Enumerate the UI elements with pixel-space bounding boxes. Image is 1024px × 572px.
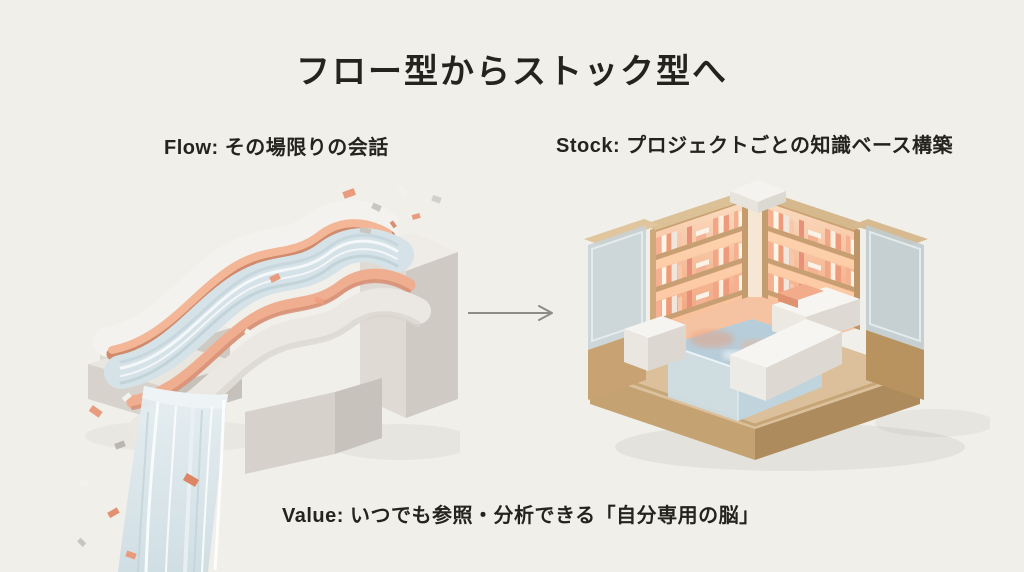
- arrow-right-icon: [466, 302, 562, 324]
- flow-waterfall-illustration: [60, 180, 474, 572]
- stock-library-illustration: [580, 175, 995, 485]
- flow-waterfall-3d-icon: [77, 185, 474, 572]
- stock-library-3d-icon: [584, 180, 995, 471]
- stock-label: Stock: プロジェクトごとの知識ベース構築: [556, 135, 953, 157]
- value-label: Value: いつでも参照・分析できる「自分専用の脳」: [282, 505, 760, 527]
- confetti-pieces: [77, 185, 442, 560]
- flow-label: Flow: その場限りの会話: [164, 137, 389, 159]
- page-title: フロー型からストック型へ: [296, 53, 728, 91]
